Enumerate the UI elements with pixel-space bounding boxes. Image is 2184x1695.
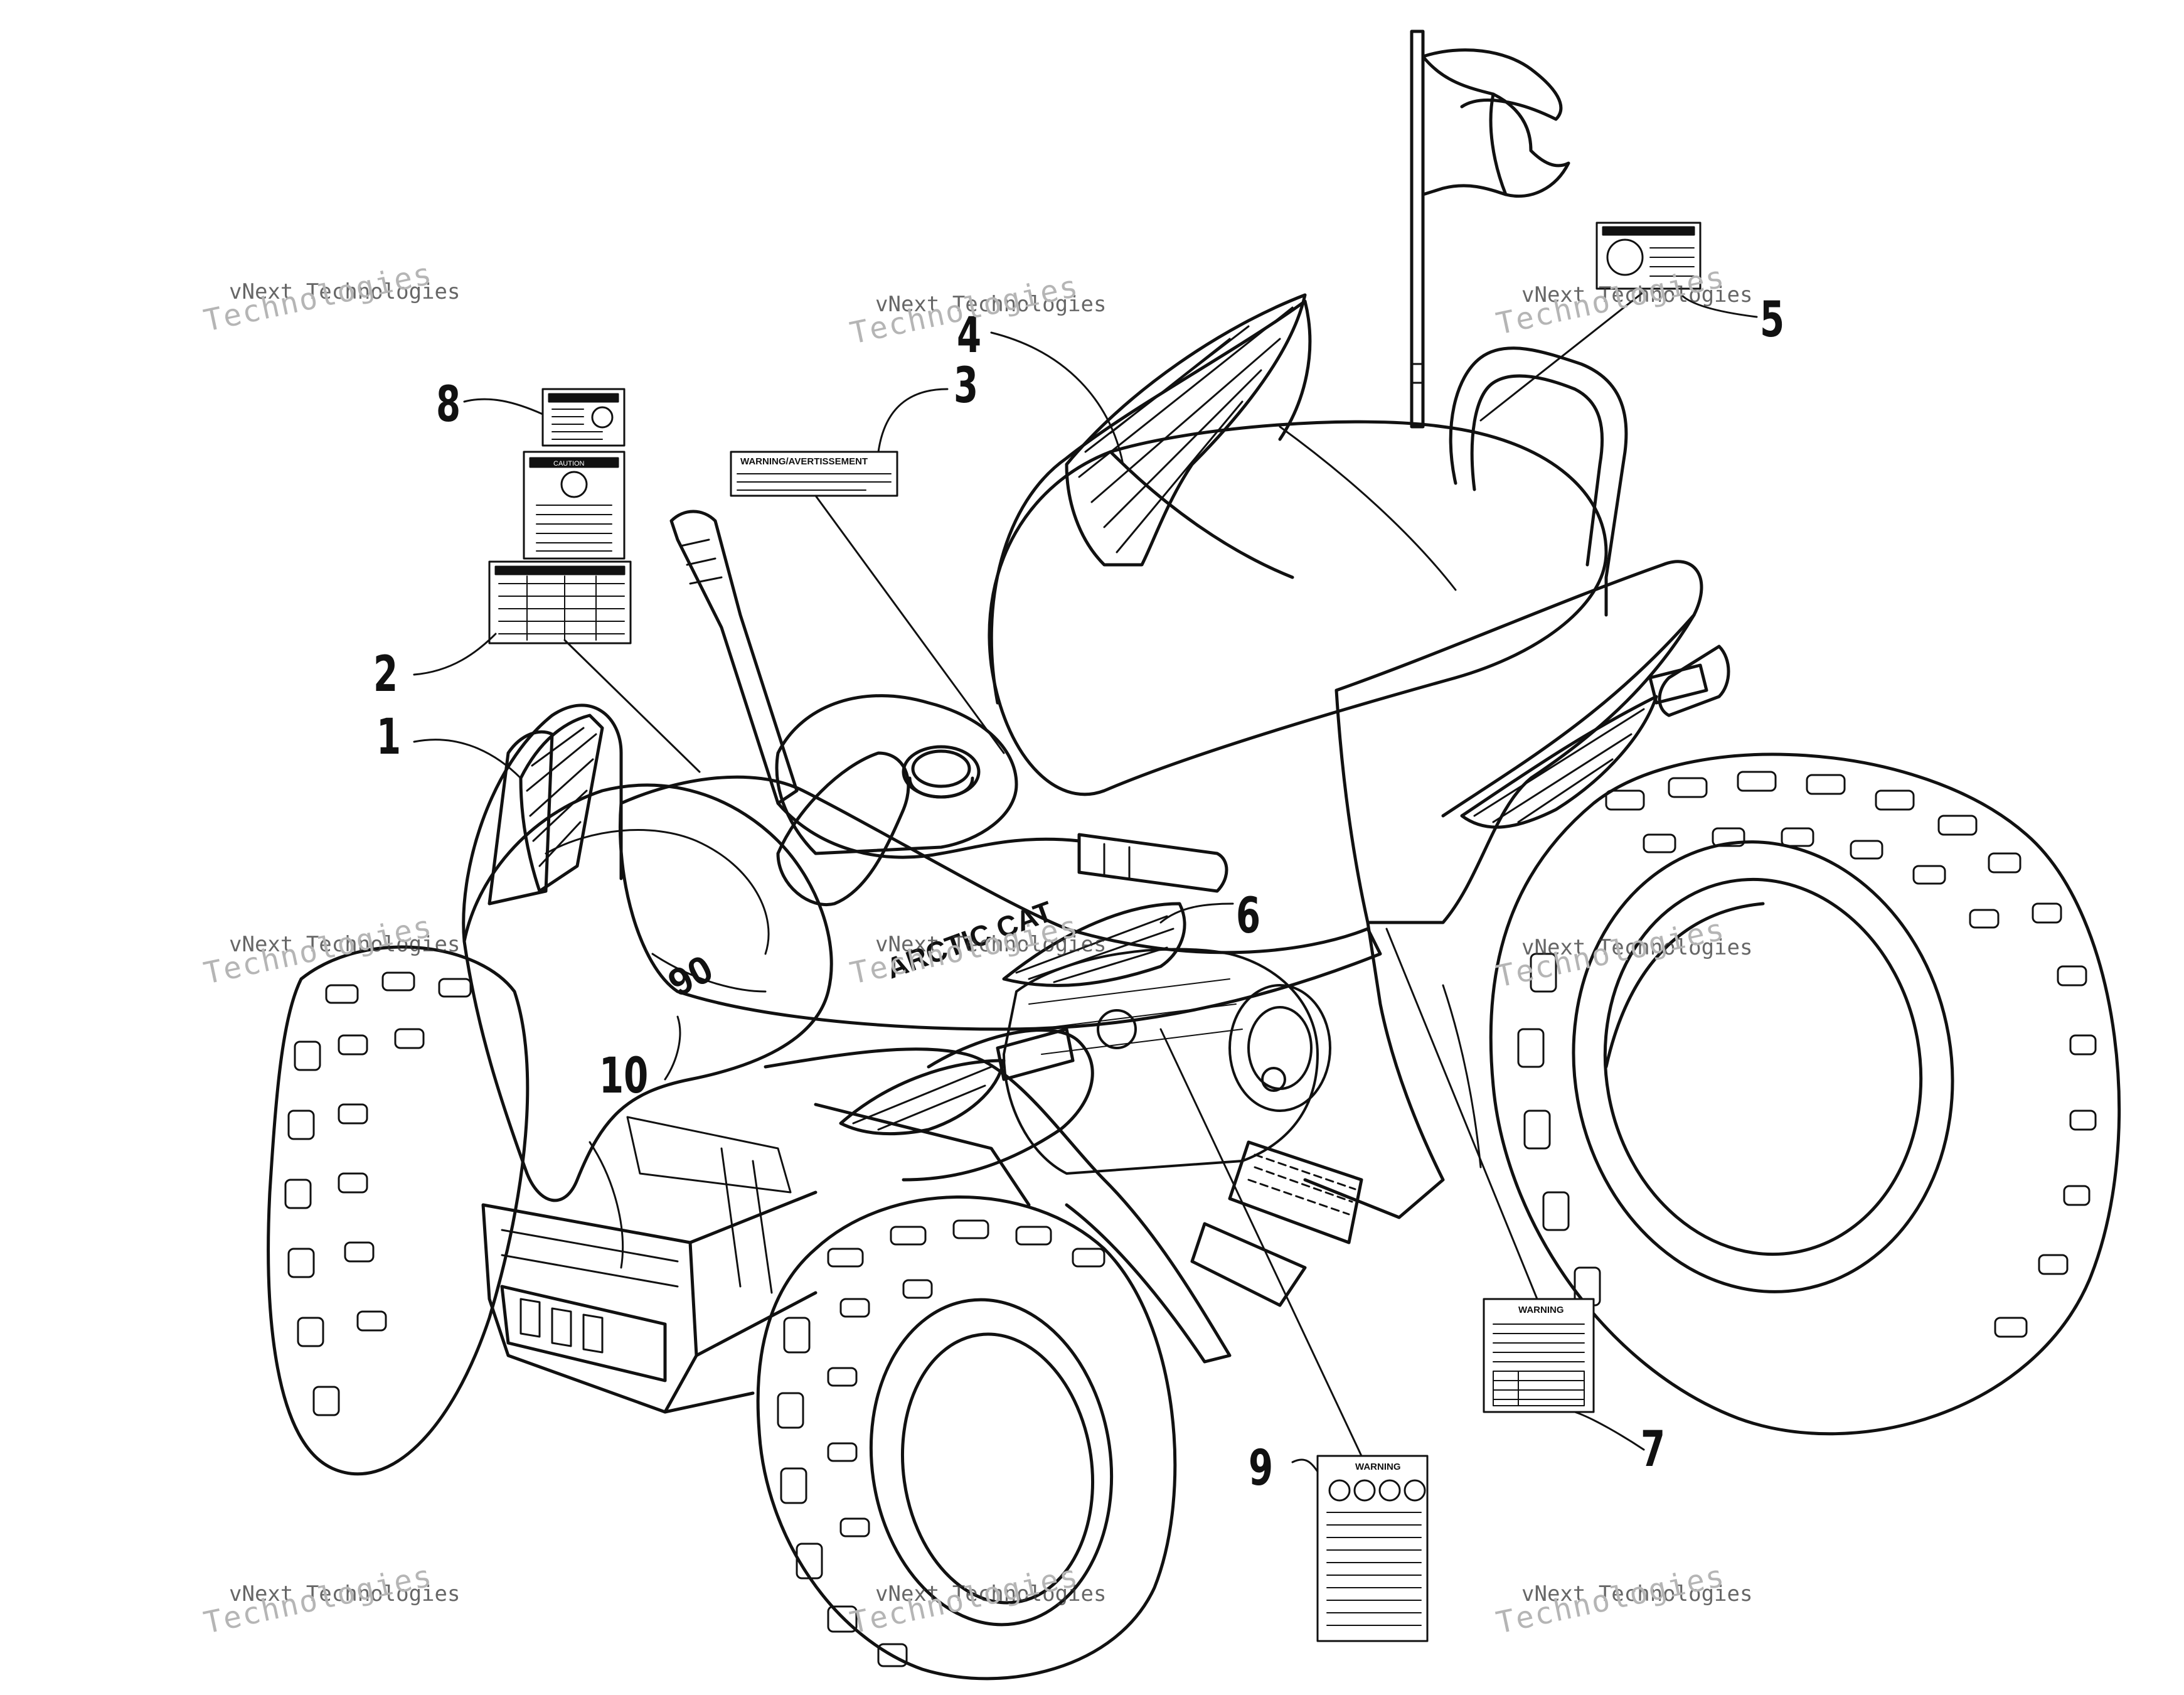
callout-2: 2 [373,646,398,703]
watermark: vNext Technologies Technologies [847,1558,1107,1642]
footrest [1190,1140,1363,1307]
watermark-line1: vNext Technologies [229,1581,461,1607]
decal-stripes: ARCTIC CAT 90 [519,293,1658,1136]
front-right-wheel [756,1195,1177,1681]
watermark: vNext Technologies Technologies [201,909,461,992]
model-badge: 90 [661,947,720,1005]
label-item-5 [1595,222,1702,290]
tire-tread-front-right [777,1219,1105,1667]
safety-flag [1410,29,1570,429]
watermark: vNext Technologies Technologies [1493,1558,1753,1642]
callout-4: 4 [957,307,982,364]
watermark: vNext Technologies Technologies [1493,912,1753,995]
rear-right-wheel [1489,752,2121,1436]
watermark-line1: vNext Technologies [875,292,1107,317]
callout-7: 7 [1641,1421,1666,1478]
label-caution: CAUTION [523,451,626,560]
callout-5: 5 [1760,292,1785,348]
label-item-2 [488,560,632,644]
watermark-line1: vNext Technologies [875,1581,1107,1607]
handlebar [669,510,1228,893]
label-item-3: WARNING/AVERTISSEMENT [730,451,898,497]
watermark: vNext Technologies Technologies [201,1558,461,1642]
leader-lines [413,291,1758,1473]
watermark-line1: vNext Technologies [1521,935,1753,960]
caution-text: CAUTION [553,460,585,468]
watermark-line1: vNext Technologies [1521,1581,1753,1607]
tire-tread-front-left [284,971,472,1416]
callout-3: 3 [954,358,979,414]
watermark: vNext Technologies Technologies [847,269,1107,352]
callout-9: 9 [1249,1440,1274,1497]
callout-8: 8 [436,377,461,433]
atv-body [462,29,1730,1414]
callout-6: 6 [1236,888,1261,944]
watermark-line1: vNext Technologies [1521,282,1753,307]
watermark-line1: vNext Technologies [229,932,461,957]
front-bumper [481,1103,1031,1414]
warning-avertissement-text: WARNING/AVERTISSEMENT [740,456,868,467]
callout-1: 1 [376,709,402,766]
warning-text-7: WARNING [1518,1305,1564,1315]
label-item-7: WARNING [1483,1298,1595,1413]
watermark: vNext Technologies Technologies [847,909,1107,992]
watermark: vNext Technologies Technologies [201,256,461,340]
front-left-wheel [267,945,530,1476]
watermark-line1: vNext Technologies [229,279,461,304]
watermark-line1: vNext Technologies [875,932,1107,957]
tire-tread-rear-right [1517,771,2097,1338]
label-item-8 [541,388,626,447]
watermark: vNext Technologies Technologies [1493,259,1753,343]
warning-text-9: WARNING [1355,1462,1401,1472]
label-item-9: WARNING [1316,1455,1429,1642]
callout-10: 10 [599,1048,649,1104]
engine [1003,948,1331,1175]
